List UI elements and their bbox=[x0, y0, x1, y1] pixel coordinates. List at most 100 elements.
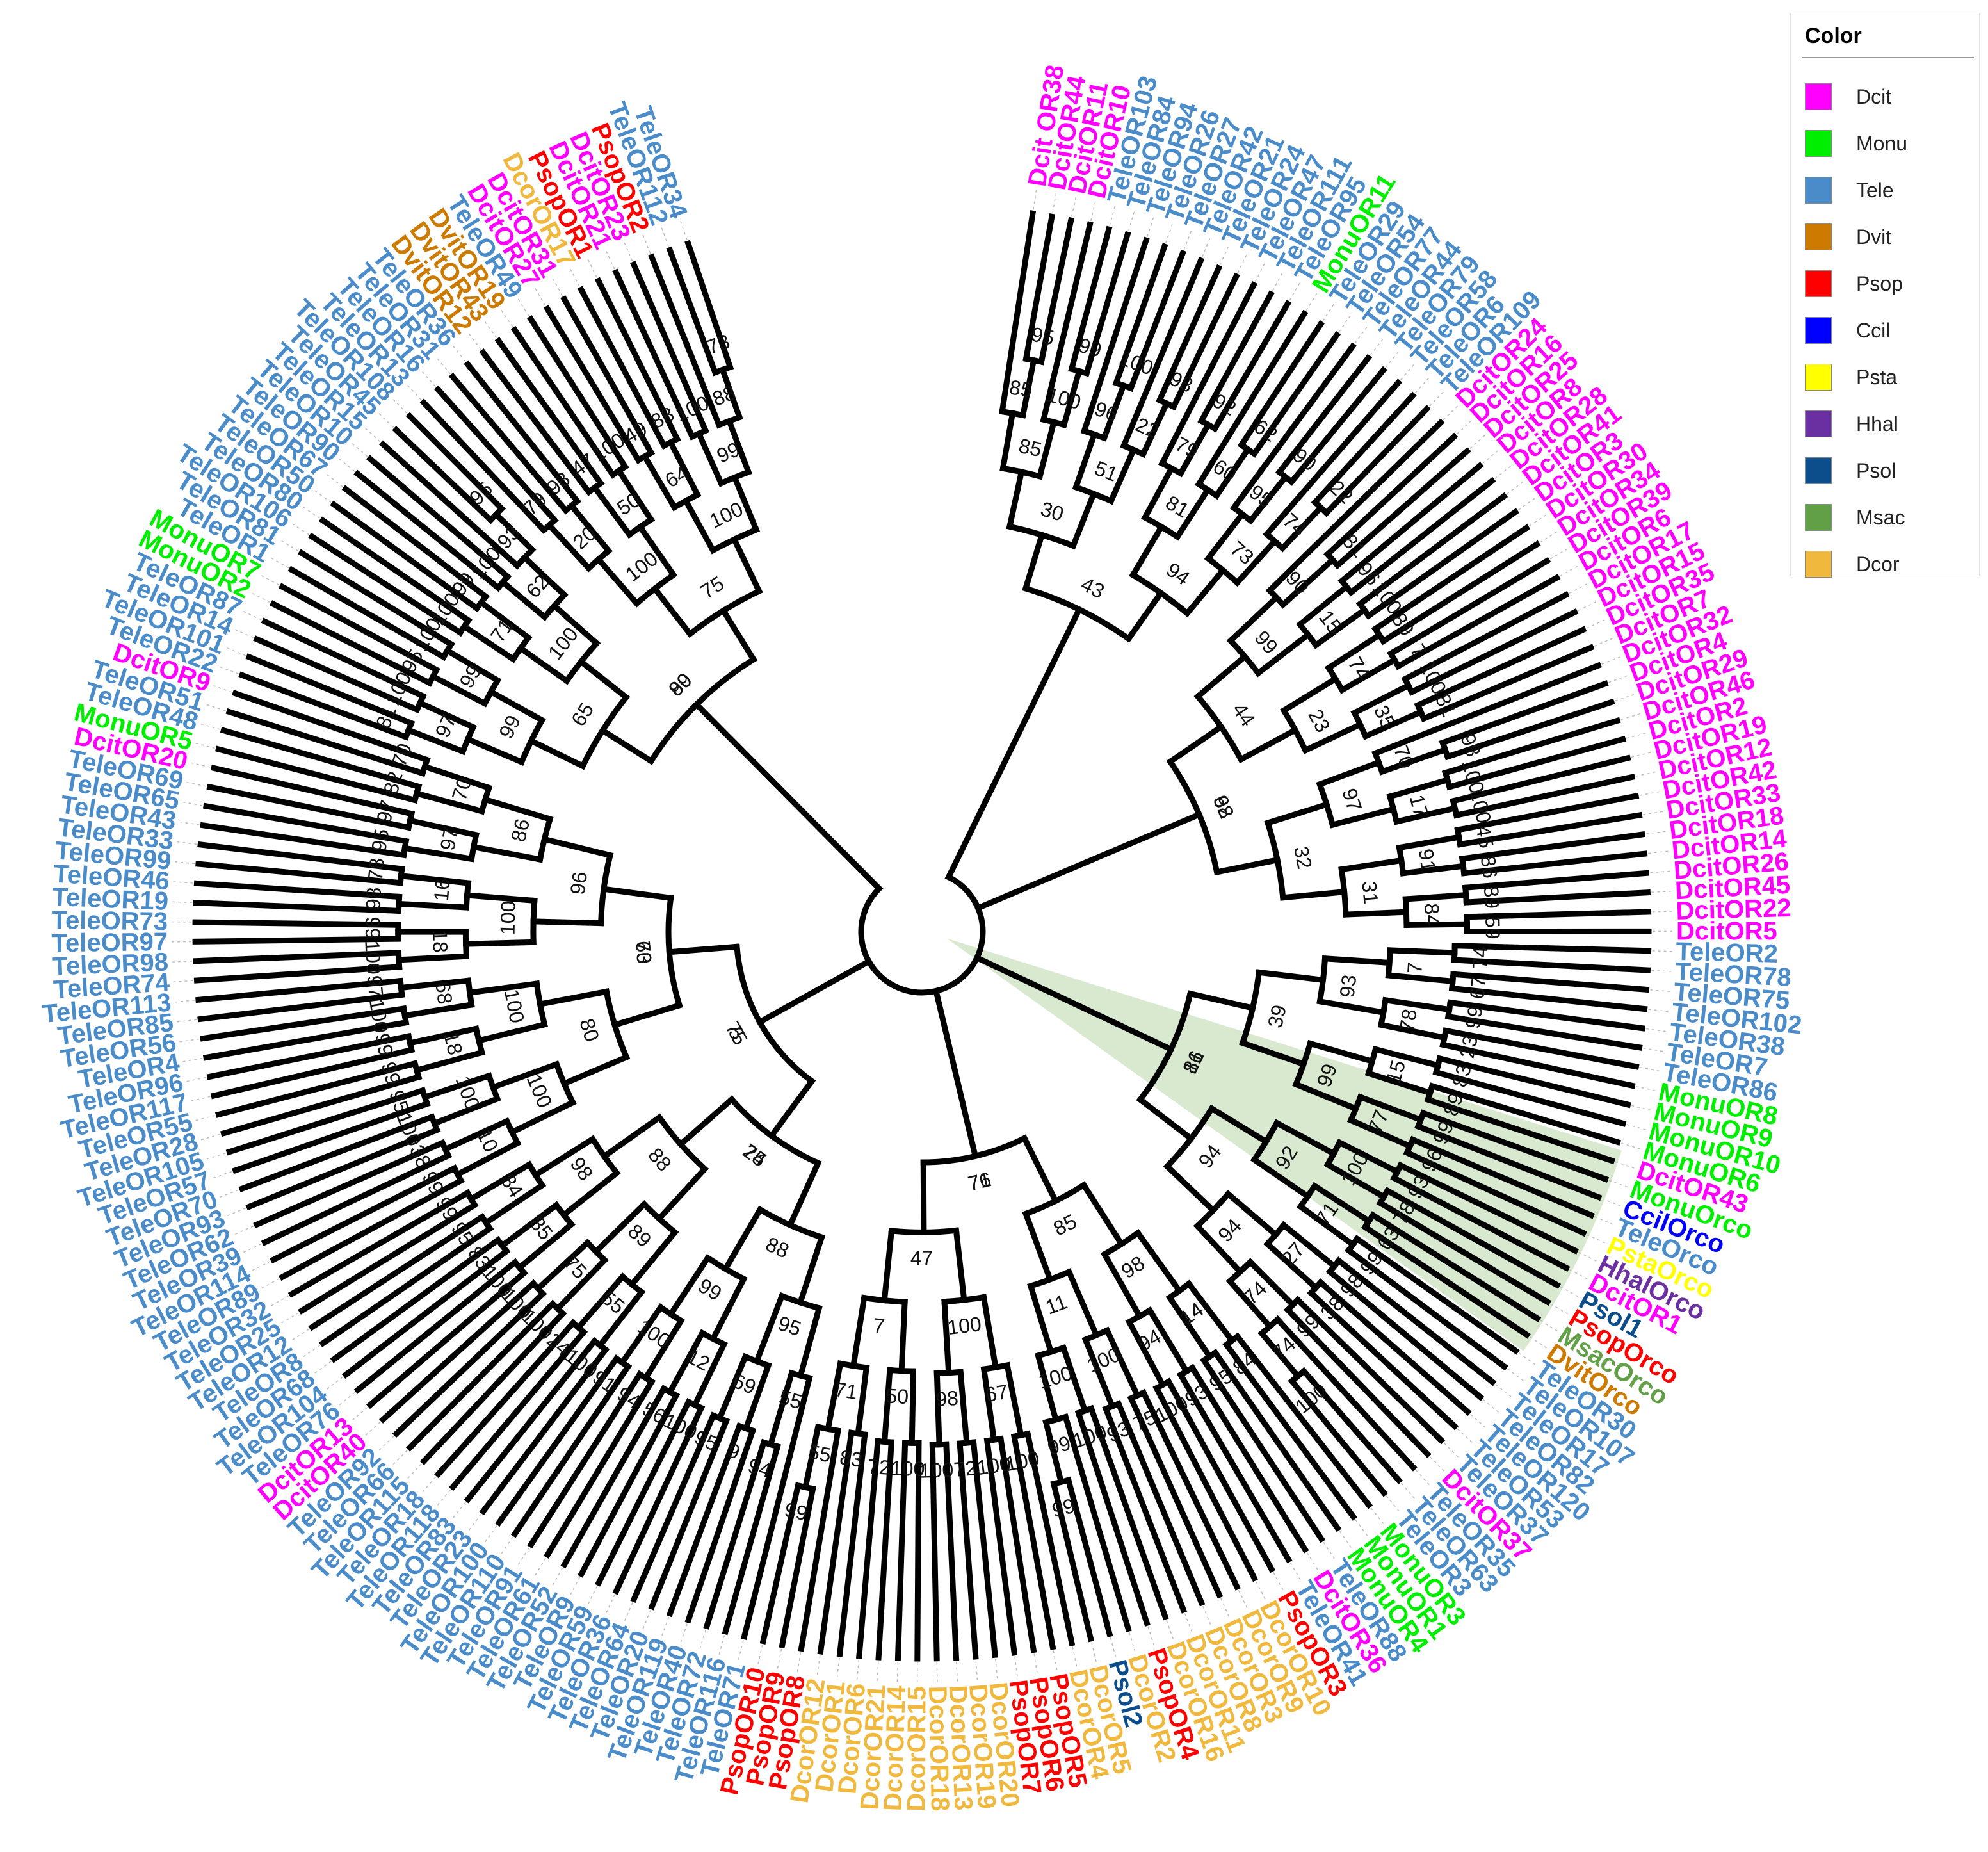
radial-branch bbox=[1222, 1340, 1357, 1521]
radial-branch bbox=[206, 783, 412, 831]
radial-branch bbox=[1400, 863, 1467, 877]
radial-branch bbox=[1337, 462, 1484, 585]
tip-guide bbox=[1569, 583, 1587, 594]
tip-guide bbox=[1109, 206, 1115, 226]
tip-guide bbox=[570, 1577, 581, 1595]
radial-branch bbox=[1279, 555, 1337, 609]
radial-branch bbox=[600, 886, 674, 902]
radial-branch bbox=[1401, 590, 1570, 683]
radial-branch bbox=[1364, 1069, 1434, 1097]
tip-guide bbox=[777, 1648, 782, 1669]
radial-branch bbox=[1133, 1229, 1184, 1295]
tree-branches bbox=[192, 210, 1652, 1662]
radial-branch bbox=[1254, 630, 1313, 678]
bootstrap-value: 85 bbox=[1049, 1210, 1080, 1240]
tip-guide bbox=[1620, 1142, 1641, 1149]
radial-branch bbox=[759, 1482, 802, 1645]
arc-branch bbox=[530, 897, 538, 945]
radial-branch bbox=[574, 1272, 627, 1332]
legend-swatch bbox=[1805, 317, 1832, 344]
tip-guide bbox=[352, 1407, 368, 1421]
tip-guide bbox=[1272, 273, 1283, 291]
tip-guide bbox=[1550, 1303, 1569, 1315]
legend-swatch bbox=[1805, 223, 1832, 250]
tip-guide bbox=[1587, 1234, 1605, 1244]
radial-branch bbox=[595, 1288, 646, 1350]
tip-label: TeleOR98 bbox=[52, 948, 169, 980]
tip-guide bbox=[177, 1019, 197, 1023]
radial-branch bbox=[1394, 574, 1561, 670]
radial-branch bbox=[1383, 1187, 1562, 1289]
radial-branch bbox=[379, 1279, 538, 1424]
radial-branch bbox=[492, 510, 537, 554]
tip-guide bbox=[1470, 1414, 1486, 1428]
radial-branch bbox=[1280, 674, 1340, 715]
radial-branch bbox=[1345, 1246, 1508, 1371]
tip-guide bbox=[587, 259, 597, 278]
radial-branch bbox=[957, 1369, 970, 1447]
bootstrap-value: 85 bbox=[1017, 434, 1044, 462]
radial-branch bbox=[1454, 792, 1640, 834]
tip-guide bbox=[1635, 771, 1656, 777]
tip-guide bbox=[1273, 1572, 1284, 1590]
tip-guide bbox=[1147, 1626, 1155, 1646]
radial-branch bbox=[453, 1139, 522, 1179]
radial-branch bbox=[1316, 758, 1383, 788]
radial-branch bbox=[630, 261, 709, 435]
bootstrap-value: 72 bbox=[867, 1455, 891, 1480]
tip-guide bbox=[1184, 1613, 1193, 1632]
tip-guide bbox=[1651, 890, 1672, 893]
radial-branch bbox=[1125, 1318, 1167, 1389]
bootstrap-value: 50 bbox=[885, 1384, 909, 1408]
tip-guide bbox=[1645, 1028, 1666, 1032]
bootstrap-value: 95 bbox=[465, 477, 497, 510]
tip-guide bbox=[877, 1661, 879, 1681]
tip-guide bbox=[191, 1096, 211, 1102]
bootstrap-value: 100 bbox=[706, 497, 747, 533]
radial-branch bbox=[421, 763, 493, 792]
radial-branch bbox=[1226, 593, 1281, 645]
radial-branch bbox=[796, 1304, 823, 1379]
radial-branch bbox=[419, 398, 548, 535]
radial-branch bbox=[648, 1417, 731, 1611]
tip-guide bbox=[1220, 1598, 1230, 1617]
tip-label: DcorOR18 bbox=[923, 1685, 954, 1811]
tip-guide bbox=[1639, 791, 1660, 796]
radial-branch bbox=[618, 1303, 665, 1367]
radial-branch bbox=[261, 1151, 453, 1246]
radial-branch bbox=[550, 601, 601, 647]
tip-guide bbox=[1518, 1352, 1536, 1365]
radial-branch bbox=[600, 1113, 664, 1160]
radial-branch bbox=[413, 1048, 486, 1074]
radial-branch bbox=[1364, 508, 1519, 620]
radial-branch bbox=[527, 736, 587, 770]
radial-branch bbox=[1115, 1400, 1206, 1607]
radial-branch bbox=[594, 555, 641, 608]
arc-branch bbox=[709, 526, 761, 555]
tip-guide bbox=[327, 474, 343, 487]
tip-guide bbox=[252, 592, 270, 603]
radial-branch bbox=[1361, 1222, 1531, 1339]
bootstrap-value: 100 bbox=[919, 1458, 954, 1482]
tip-guide bbox=[1110, 1637, 1117, 1657]
tip-guide bbox=[1569, 1269, 1588, 1279]
radial-branch bbox=[1379, 540, 1541, 646]
radial-branch bbox=[1414, 626, 1587, 710]
radial-branch bbox=[195, 861, 404, 886]
tip-label: DcorOR13 bbox=[944, 1685, 978, 1811]
tip-guide bbox=[856, 1659, 860, 1680]
radial-branch bbox=[592, 1200, 649, 1256]
radial-branch bbox=[467, 1160, 533, 1203]
radial-branch bbox=[193, 950, 402, 964]
tip-guide bbox=[485, 1525, 497, 1543]
radial-branch bbox=[1278, 503, 1325, 553]
radial-branch bbox=[1371, 1046, 1442, 1069]
tip-guide bbox=[437, 358, 451, 375]
arc-branch bbox=[465, 977, 475, 1009]
tip-guide bbox=[1429, 391, 1444, 407]
radial-branch bbox=[1024, 1430, 1076, 1646]
radial-branch bbox=[540, 835, 614, 859]
bootstrap-value: 100 bbox=[365, 997, 393, 1034]
radial-branch bbox=[278, 583, 440, 674]
radial-branch bbox=[1311, 391, 1417, 507]
